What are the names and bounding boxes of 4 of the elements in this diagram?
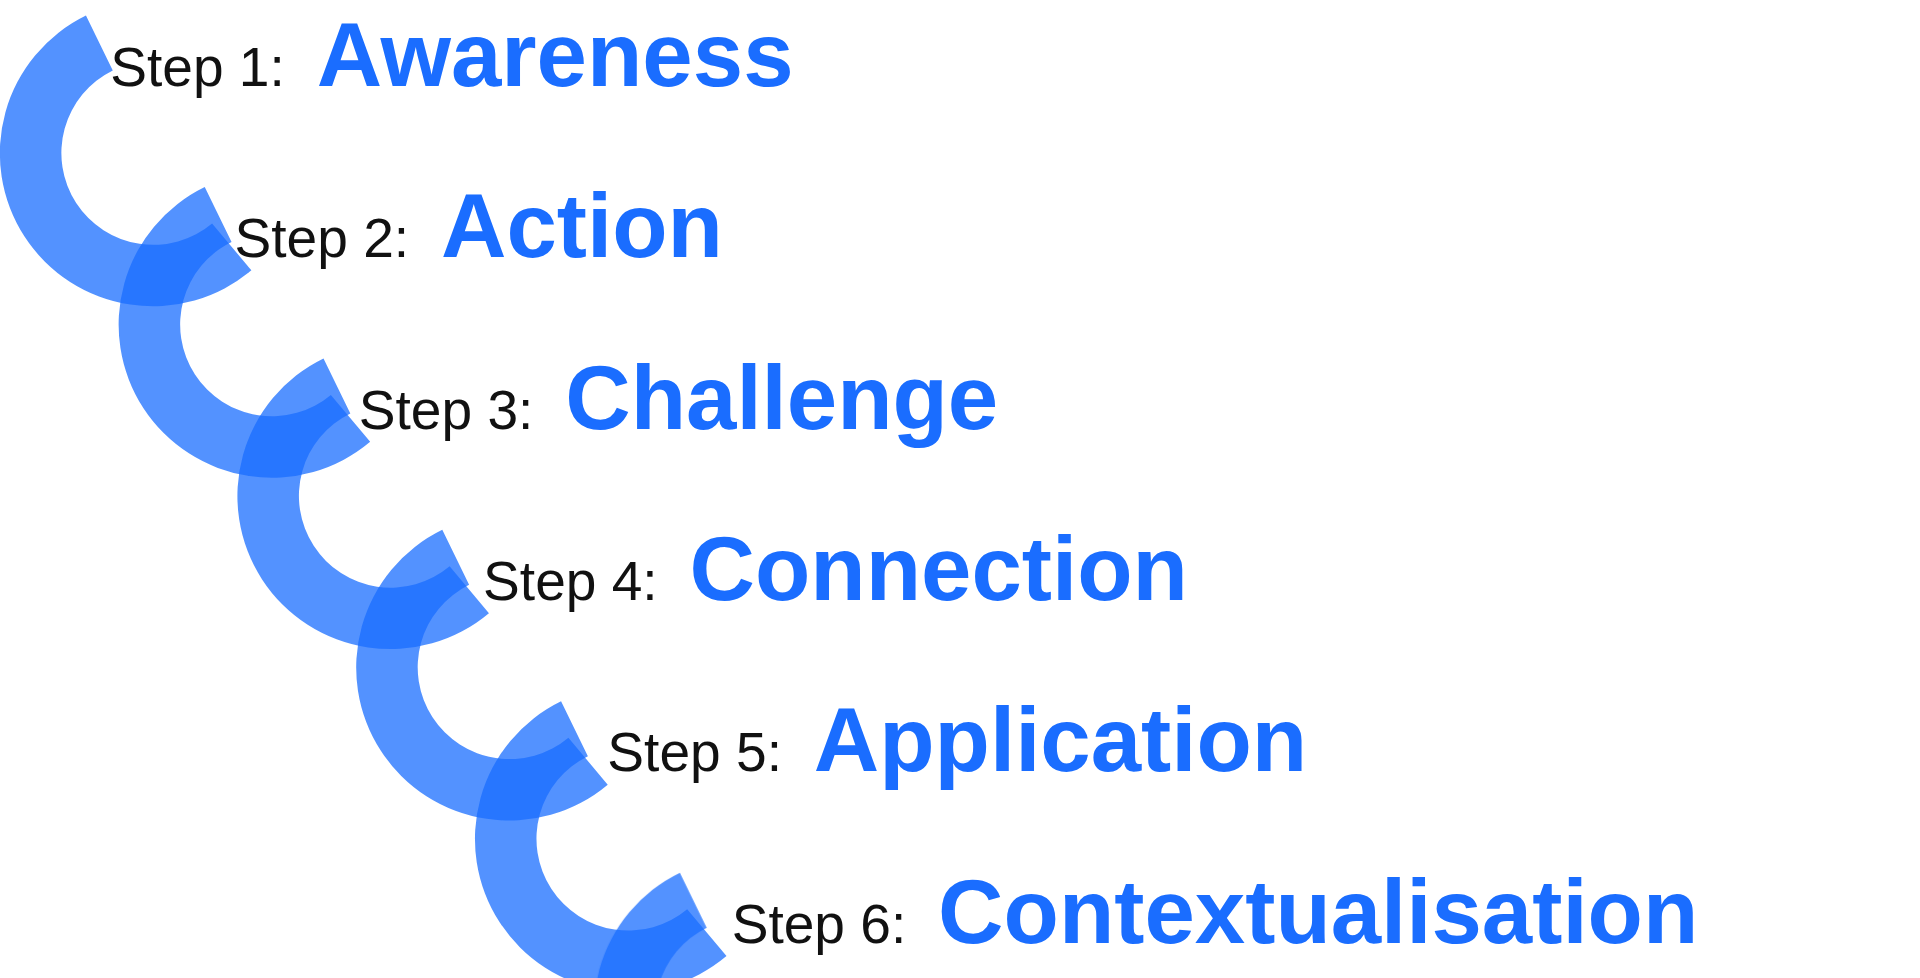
step-title: Action — [440, 181, 723, 272]
step-title: Connection — [689, 524, 1188, 615]
step-title: Contextualisation — [938, 866, 1699, 958]
step-title: Awareness — [316, 9, 794, 101]
